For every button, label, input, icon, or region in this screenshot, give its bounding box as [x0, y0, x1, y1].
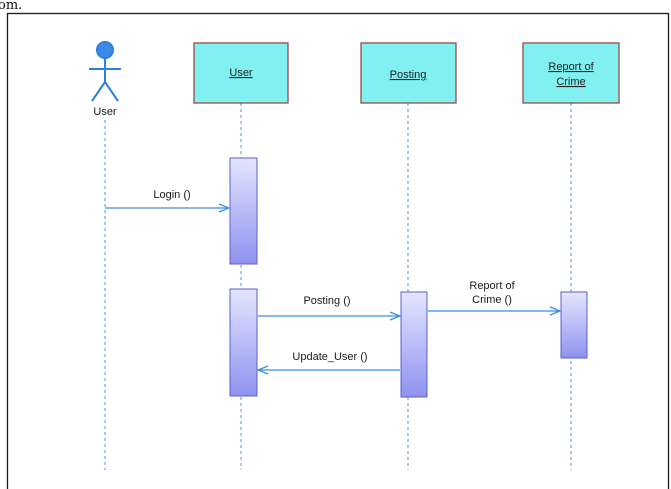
cropped-text-fragment: om.	[0, 0, 22, 13]
message-label: Login ()	[153, 189, 190, 201]
posting-activation	[400, 291, 428, 398]
message-report-of-crime: Report of Crime ()	[428, 280, 560, 311]
actor-user: User	[89, 41, 121, 118]
object-box	[360, 42, 457, 104]
object-label-line-2: Crime	[556, 76, 585, 88]
report-activation	[560, 291, 588, 359]
object-head-user: User	[193, 42, 289, 104]
stick-figure-icon	[89, 41, 121, 102]
message-label-line-1: Report of	[469, 280, 515, 292]
diagram-frame	[6, 12, 670, 489]
object-head-report-of-crime: Report of Crime	[522, 42, 620, 104]
object-head-posting: Posting	[360, 42, 457, 104]
message-label-line-2: Crime ()	[472, 294, 512, 306]
message-login: Login ()	[105, 189, 229, 208]
message-label: Update_User ()	[292, 351, 367, 363]
object-box	[193, 42, 289, 104]
user-activation-posting	[229, 288, 258, 397]
actor-label: User	[93, 106, 117, 118]
object-box	[522, 42, 620, 104]
user-activation-login	[229, 157, 258, 265]
message-posting: Posting ()	[258, 295, 400, 316]
object-label: Posting	[390, 69, 427, 81]
message-update-user: Update_User ()	[258, 351, 400, 370]
object-label: User	[229, 67, 253, 79]
object-label-line-1: Report of	[548, 61, 594, 73]
message-label: Posting ()	[303, 295, 350, 307]
activation-bars	[229, 157, 588, 398]
